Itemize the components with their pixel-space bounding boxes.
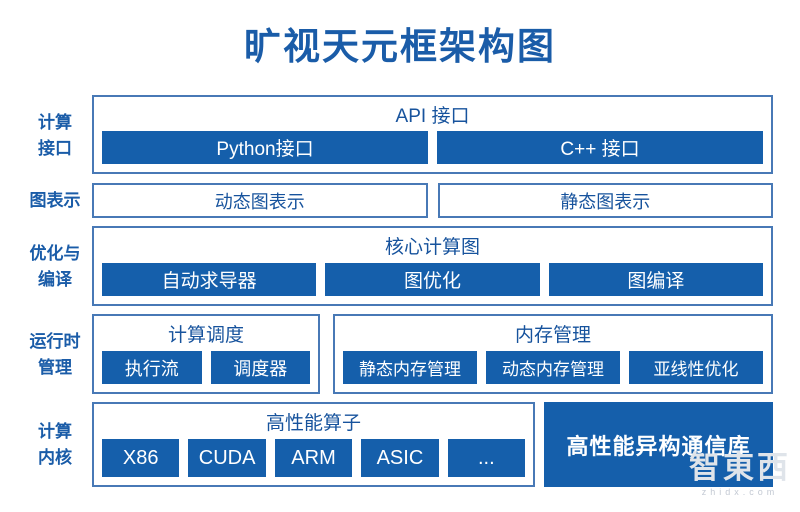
x86-block: X86 bbox=[102, 439, 180, 477]
page-title: 旷视天元框架构图 bbox=[244, 26, 556, 67]
cuda-block: CUDA bbox=[188, 439, 266, 477]
side-label-optimization-compilation: 优化与 编译 bbox=[29, 244, 81, 289]
high-performance-operators-container: 高性能算子 X86 CUDA ARM ASIC ... bbox=[92, 402, 535, 487]
heterogeneous-communication-library-block: 高性能异构通信库 bbox=[544, 402, 773, 487]
static-graph-block: 静态图表示 bbox=[437, 183, 773, 218]
scheduler-block: 调度器 bbox=[210, 351, 310, 384]
dynamic-graph-block: 动态图表示 bbox=[92, 183, 428, 218]
side-label-compute-interface: 计算 接口 bbox=[38, 113, 72, 158]
python-interface-block: Python接口 bbox=[102, 131, 428, 164]
graph-compilation-block: 图编译 bbox=[548, 263, 763, 296]
api-interface-container: API 接口 Python接口 C++ 接口 bbox=[92, 95, 773, 174]
cpp-interface-block: C++ 接口 bbox=[437, 131, 763, 164]
side-label-runtime-management: 运行时 管理 bbox=[29, 332, 81, 377]
memory-management-header: 内存管理 bbox=[514, 325, 591, 346]
autograd-block: 自动求导器 bbox=[102, 263, 317, 296]
side-label-compute-kernel: 计算 内核 bbox=[38, 422, 72, 467]
side-label-graph-representation: 图表示 bbox=[29, 191, 81, 210]
static-memory-block: 静态内存管理 bbox=[343, 351, 477, 384]
core-compute-graph-header: 核心计算图 bbox=[384, 237, 480, 258]
memory-management-container: 内存管理 静态内存管理 动态内存管理 亚线性优化 bbox=[333, 314, 773, 394]
watermark-domain: zhidx.com bbox=[701, 487, 779, 498]
more-backends-block: ... bbox=[447, 439, 526, 477]
compute-scheduling-header: 计算调度 bbox=[167, 325, 244, 346]
arm-block: ARM bbox=[274, 439, 353, 477]
high-performance-operators-header: 高性能算子 bbox=[265, 413, 361, 434]
execution-stream-block: 执行流 bbox=[102, 351, 202, 384]
compute-scheduling-container: 计算调度 执行流 调度器 bbox=[92, 314, 320, 394]
graph-optimization-block: 图优化 bbox=[325, 263, 540, 296]
sublinear-optimization-block: 亚线性优化 bbox=[629, 351, 763, 384]
asic-block: ASIC bbox=[361, 439, 439, 477]
core-compute-graph-container: 核心计算图 自动求导器 图优化 图编译 bbox=[92, 226, 773, 306]
dynamic-memory-block: 动态内存管理 bbox=[486, 351, 620, 384]
api-interface-header: API 接口 bbox=[395, 106, 470, 127]
